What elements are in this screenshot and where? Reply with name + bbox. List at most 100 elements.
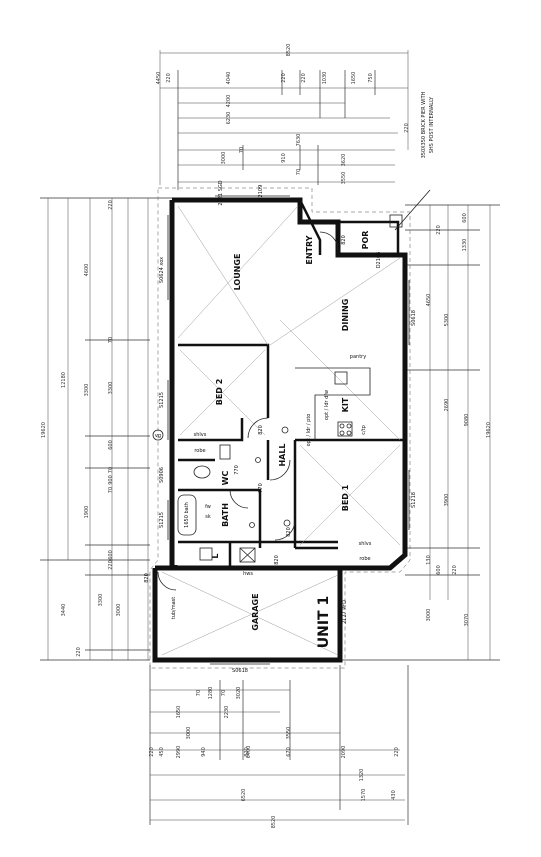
annotation-labels: 2121 SGD D2109 S0624 xox S1215 S0906 S12… xyxy=(144,180,417,674)
dim-top-16: 3550 xyxy=(341,172,347,185)
unit-label: UNIT 1 xyxy=(316,596,332,648)
dim-right-12: 220 xyxy=(452,565,458,575)
dim-right-1: 600 xyxy=(462,213,468,223)
room-por: POR xyxy=(361,231,370,250)
dim-left-5: 3440 xyxy=(61,604,67,617)
dim-top-9: 750 xyxy=(368,73,374,83)
pier-note: 350X350 BRICK PIER WITH SHS POST INTERNA… xyxy=(394,91,435,231)
dim-top-7: 1030 xyxy=(322,72,328,85)
room-l: L xyxy=(211,553,220,558)
window-s0618-b: S0618 xyxy=(232,668,248,674)
dim-right-6: 2690 xyxy=(444,399,450,412)
kit-dw-label: opt / ldr d/w xyxy=(324,390,330,420)
dim-left-9: 70 xyxy=(108,467,114,473)
dim-bottom-8: 3550 xyxy=(286,727,292,740)
dim-bottom-15: 670 xyxy=(286,747,292,757)
dim-top-14: 910 xyxy=(281,153,287,163)
laundry-tub xyxy=(199,547,213,561)
dim-bottom-21: 430 xyxy=(391,790,397,800)
room-garage: GARAGE xyxy=(251,593,260,630)
sk-label: sk xyxy=(205,514,211,520)
dim-right-9: 3900 xyxy=(444,494,450,507)
sink xyxy=(334,371,348,385)
robe-shelf xyxy=(219,444,231,460)
dim-top-18: 220 xyxy=(404,123,410,133)
pier-note-line2: SHS POST INTERNALLY xyxy=(429,96,435,153)
room-bed1: BED 1 xyxy=(341,484,350,511)
dim-bottom-14: 820 xyxy=(244,747,250,757)
window-s0624: S0624 xox xyxy=(159,257,165,283)
bath-size-label: 1650 bath xyxy=(184,502,190,528)
dim-top-13: 70 xyxy=(239,147,245,153)
dim-top-5: 4200 xyxy=(226,95,232,108)
dim-left-2: 4600 xyxy=(84,264,90,277)
dim-right-14: 3070 xyxy=(464,614,470,627)
building xyxy=(149,187,411,669)
window-s1215-b: S1215 xyxy=(159,512,165,528)
room-hall: HALL xyxy=(278,443,287,466)
dim-right-2: 220 xyxy=(436,225,442,235)
dim-left-1: 12180 xyxy=(61,372,67,388)
dim-top-3: 4040 xyxy=(226,72,232,85)
room-bath: BATH xyxy=(221,503,230,527)
dim-right-8: 19620 xyxy=(486,422,492,438)
light-point xyxy=(249,522,255,528)
light-point xyxy=(255,457,261,463)
hws-label: hws xyxy=(243,571,253,577)
dim-bottom-4: 70 xyxy=(196,690,202,696)
dim-left-6: 220 xyxy=(108,200,114,210)
dim-top-15: 3620 xyxy=(341,154,347,167)
pier-note-line1: 350X350 BRICK PIER WITH xyxy=(421,91,427,158)
dim-right-4: 4650 xyxy=(426,294,432,307)
dim-bottom-1: 3020 xyxy=(236,687,242,700)
light-point xyxy=(283,519,291,527)
door-820-a: 820 xyxy=(258,425,264,435)
dim-bottom-16: 2090 xyxy=(341,746,347,759)
room-entry: ENTRY xyxy=(305,235,314,264)
dim-top-8: 1650 xyxy=(351,72,357,85)
brick-pier xyxy=(389,214,403,228)
dim-bottom-12: 2990 xyxy=(176,746,182,759)
window-s0906: S0906 xyxy=(159,467,165,483)
dim-left-8: 600 xyxy=(108,440,114,450)
dim-left-4: 1900 xyxy=(84,506,90,519)
door-d2106: D2106 xyxy=(376,252,382,269)
dim-top-2: 220 xyxy=(166,73,172,83)
dim-right-10: 130 xyxy=(426,555,432,565)
dim-top-total: 8520 xyxy=(286,44,292,57)
dim-left-10: 900 xyxy=(108,475,114,485)
room-wc: WC xyxy=(221,471,230,486)
dim-left-16: 3000 xyxy=(116,604,122,617)
dim-right-5: 5300 xyxy=(444,314,450,327)
vent-circle xyxy=(152,429,164,441)
window-s0618-a: S0618 xyxy=(411,310,417,326)
dim-bottom-5: 1650 xyxy=(176,706,182,719)
dim-top-6: 220 xyxy=(301,73,307,83)
door-2127: 2127 PFD xyxy=(342,600,348,624)
left-dimensions: 19620 12180 4600 3300 1900 3440 220 70 6… xyxy=(40,197,175,661)
dim-bottom-3: 1280 xyxy=(208,687,214,700)
tub-label: tub/mast xyxy=(171,597,177,620)
door-770-a: 770 xyxy=(234,465,240,475)
dim-left-13: 3300 xyxy=(108,382,114,395)
room-bed2: BED 2 xyxy=(215,379,224,406)
top-dimensions: 8520 4450 220 4040 220 4200 220 1030 165… xyxy=(156,44,410,190)
cooktop-label: c/tp xyxy=(361,425,367,435)
hws-unit xyxy=(239,547,256,563)
dim-top-10: 6230 xyxy=(226,112,232,125)
dim-bottom-10: 220 xyxy=(149,747,155,757)
dim-right-11: 600 xyxy=(436,565,442,575)
bathtub xyxy=(177,494,197,536)
dim-bottom-13: 940 xyxy=(201,747,207,757)
window-top-d2109: D2109 xyxy=(258,185,264,202)
dim-left-12: 600 xyxy=(108,550,114,560)
room-lounge: LOUNGE xyxy=(233,254,242,291)
bottom-dimensions: 3020 70 1280 70 1650 2230 3000 3550 6400… xyxy=(149,665,409,828)
door-770-b: 770 xyxy=(258,483,264,493)
shelves-label-1: shlvs xyxy=(194,432,207,438)
dim-bottom-17: 220 xyxy=(394,747,400,757)
light-point xyxy=(281,426,289,434)
door-820-e: 820 xyxy=(274,555,280,565)
kit-opt-label: opt / ldr / pto xyxy=(306,414,312,447)
right-dimensions: 600 220 1330 4650 5300 2690 9080 19620 3… xyxy=(340,204,500,661)
